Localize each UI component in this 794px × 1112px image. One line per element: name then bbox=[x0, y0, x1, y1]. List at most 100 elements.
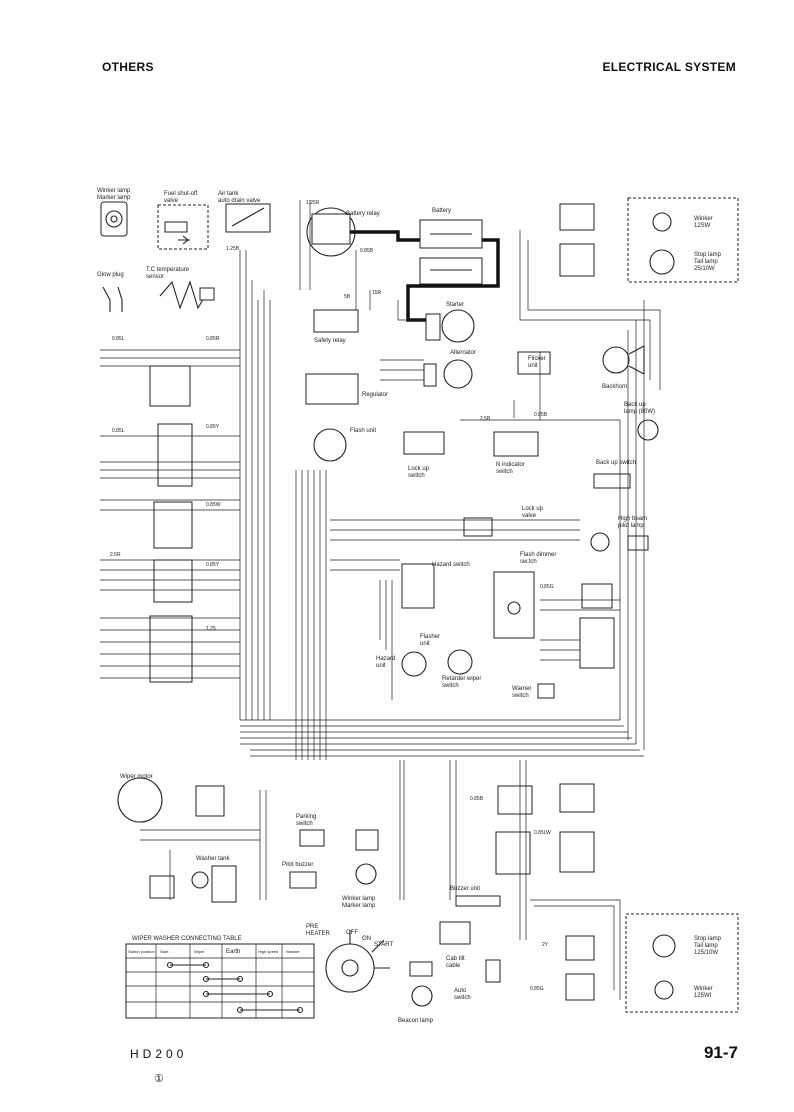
battery-relay: Battery relay bbox=[306, 207, 380, 257]
connector-block-right bbox=[495, 583, 615, 1001]
wire-label-18: 2Y bbox=[542, 942, 549, 948]
harness-wires bbox=[100, 200, 661, 1000]
footer-page-number: 91-7 bbox=[703, 1043, 738, 1062]
key-off: OFF bbox=[346, 930, 358, 936]
wire-label-13: 0.85G bbox=[540, 584, 554, 590]
washer-tank-label: Washer tank bbox=[196, 856, 230, 862]
wire-label-6: 15R bbox=[372, 290, 382, 296]
flash-unit: Flash unit bbox=[313, 428, 376, 462]
wiper-table-title: WIPER WASHER CONNECTING TABLE bbox=[132, 936, 242, 942]
starter-label: Starter bbox=[446, 302, 464, 308]
wiper-table-h2: Wiper bbox=[194, 949, 205, 954]
buzzer-unit-label: Buzzer unit bbox=[450, 886, 480, 892]
wiper-table-h3: Earth bbox=[226, 949, 240, 955]
wire-label-5: 0.85R bbox=[206, 336, 220, 342]
regulator-label: Regulator bbox=[362, 392, 388, 398]
section-header-right: ELECTRICAL SYSTEM bbox=[602, 60, 736, 74]
battery-relay-label: Battery relay bbox=[346, 211, 380, 217]
pilot-buzzer: Pilot buzzer bbox=[282, 862, 317, 889]
back-up-switch: Back up switch bbox=[593, 460, 636, 489]
wire-label-12: 1.25 bbox=[206, 626, 216, 632]
wire-label-4: 0.85L bbox=[112, 336, 125, 342]
flash-unit-label: Flash unit bbox=[350, 428, 376, 434]
alternator-label: Alternator bbox=[450, 350, 476, 356]
starter: Starter bbox=[425, 302, 475, 343]
pilot-buzzer-label: Pilot buzzer bbox=[282, 862, 313, 868]
wiper-motor: Wiper motor bbox=[117, 774, 225, 823]
wiper-table-h1: Start bbox=[160, 949, 169, 954]
wire-label-16: 0.85B bbox=[470, 796, 484, 802]
beacon-lamp: Beacon lamp bbox=[398, 961, 434, 1024]
wire-label-17: 0.85LW bbox=[534, 830, 551, 836]
wire-label-8: 0.85L bbox=[112, 428, 125, 434]
safety-relay-label: Safety relay bbox=[314, 338, 346, 344]
wire-label-11: 0.85Y bbox=[206, 562, 220, 568]
wiper-table-h0: Switch position bbox=[128, 949, 155, 954]
glow-plug-label: Glow plug bbox=[97, 272, 124, 278]
wire-label-1: 0.85B bbox=[360, 248, 374, 254]
buzzer-unit: Buzzer unit bbox=[450, 886, 501, 907]
key-on: ON bbox=[362, 936, 371, 942]
wire-label-9: 0.85W bbox=[206, 502, 221, 508]
key-start: START bbox=[374, 942, 393, 948]
wire-label-19: 0.85G bbox=[530, 986, 544, 992]
footer-model: HD200 bbox=[130, 1047, 188, 1061]
safety-relay: Safety relay bbox=[313, 309, 359, 344]
wire-label-15: 0.85B bbox=[534, 412, 548, 418]
alternator: Alternator bbox=[423, 350, 476, 389]
wiper-table-h5: Washer bbox=[286, 949, 300, 954]
wire-label-10: 2.5R bbox=[110, 552, 121, 558]
battery: Battery bbox=[419, 208, 483, 285]
backhorn-label: Backhorn bbox=[602, 384, 627, 390]
wire-label-3: 1.25B bbox=[226, 246, 240, 252]
wire-label-7: 0.85Y bbox=[206, 424, 220, 430]
back-up-switch-label: Back up switch bbox=[596, 460, 636, 466]
wiper-motor-label: Wiper motor bbox=[120, 774, 153, 780]
washer-tank: Washer tank bbox=[149, 856, 237, 903]
glow-plug: Glow plug bbox=[97, 272, 124, 312]
wire-label-0: 1.25R bbox=[306, 200, 320, 206]
beacon-lamp-label: Beacon lamp bbox=[398, 1018, 434, 1024]
